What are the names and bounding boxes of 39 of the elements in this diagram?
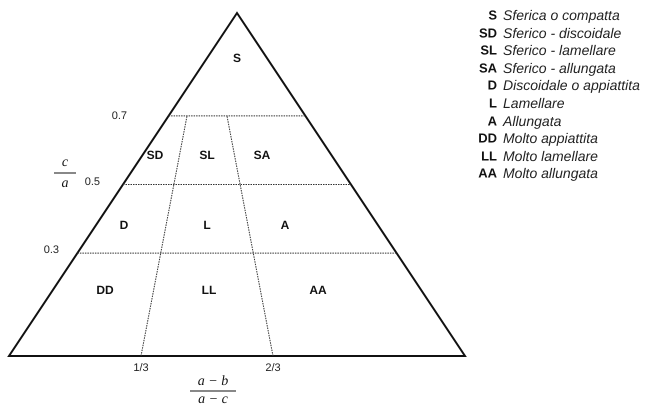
legend-code: S	[488, 8, 497, 22]
legend-description: Lamellare	[503, 95, 564, 111]
legend-code: SL	[480, 42, 497, 58]
legend-description: Molto appiattita	[503, 130, 598, 146]
legend-code: LL	[481, 148, 497, 164]
legend-code: SD	[478, 25, 497, 40]
region-label: AA	[309, 283, 327, 297]
legend-description: Sferico - allungata	[503, 60, 616, 76]
legend-code: L	[489, 96, 497, 110]
region-label: SA	[254, 148, 270, 162]
region-label: S	[233, 51, 241, 65]
legend-code: SA	[478, 60, 497, 76]
legend-description: Discoidale o appiattita	[503, 77, 640, 94]
axis-label: a	[62, 176, 68, 192]
legend-code: DD	[478, 130, 497, 146]
legend-code: AA	[478, 166, 497, 181]
legend-description: Molto lamellare	[503, 148, 598, 164]
legend-description: Sferico - discoidale	[503, 24, 622, 41]
legend-description: Sferico - lamellare	[503, 42, 616, 58]
tick-label: 0.3	[44, 244, 59, 256]
axis-label: a − c	[198, 392, 228, 407]
legend-description: Molto allungata	[503, 165, 598, 182]
legend-code: D	[488, 78, 497, 93]
region-label: LL	[202, 283, 216, 297]
axis-label: a − b	[198, 374, 228, 390]
tick-label: 0.5	[84, 176, 100, 188]
tick-label: 2/3	[265, 362, 281, 374]
region-label: SL	[199, 148, 215, 162]
legend-description: Allungata	[503, 112, 562, 129]
tick-label: 0.7	[112, 110, 127, 122]
axis-label: c	[62, 155, 68, 171]
region-label: A	[280, 218, 290, 232]
region-label: DD	[96, 283, 114, 297]
tick-label: 1/3	[133, 362, 149, 374]
region-label: L	[203, 218, 211, 232]
legend-code: A	[488, 113, 497, 128]
legend-description: Sferica o compatta	[503, 7, 620, 23]
region-label: D	[120, 218, 128, 232]
region-label: SD	[146, 148, 164, 162]
